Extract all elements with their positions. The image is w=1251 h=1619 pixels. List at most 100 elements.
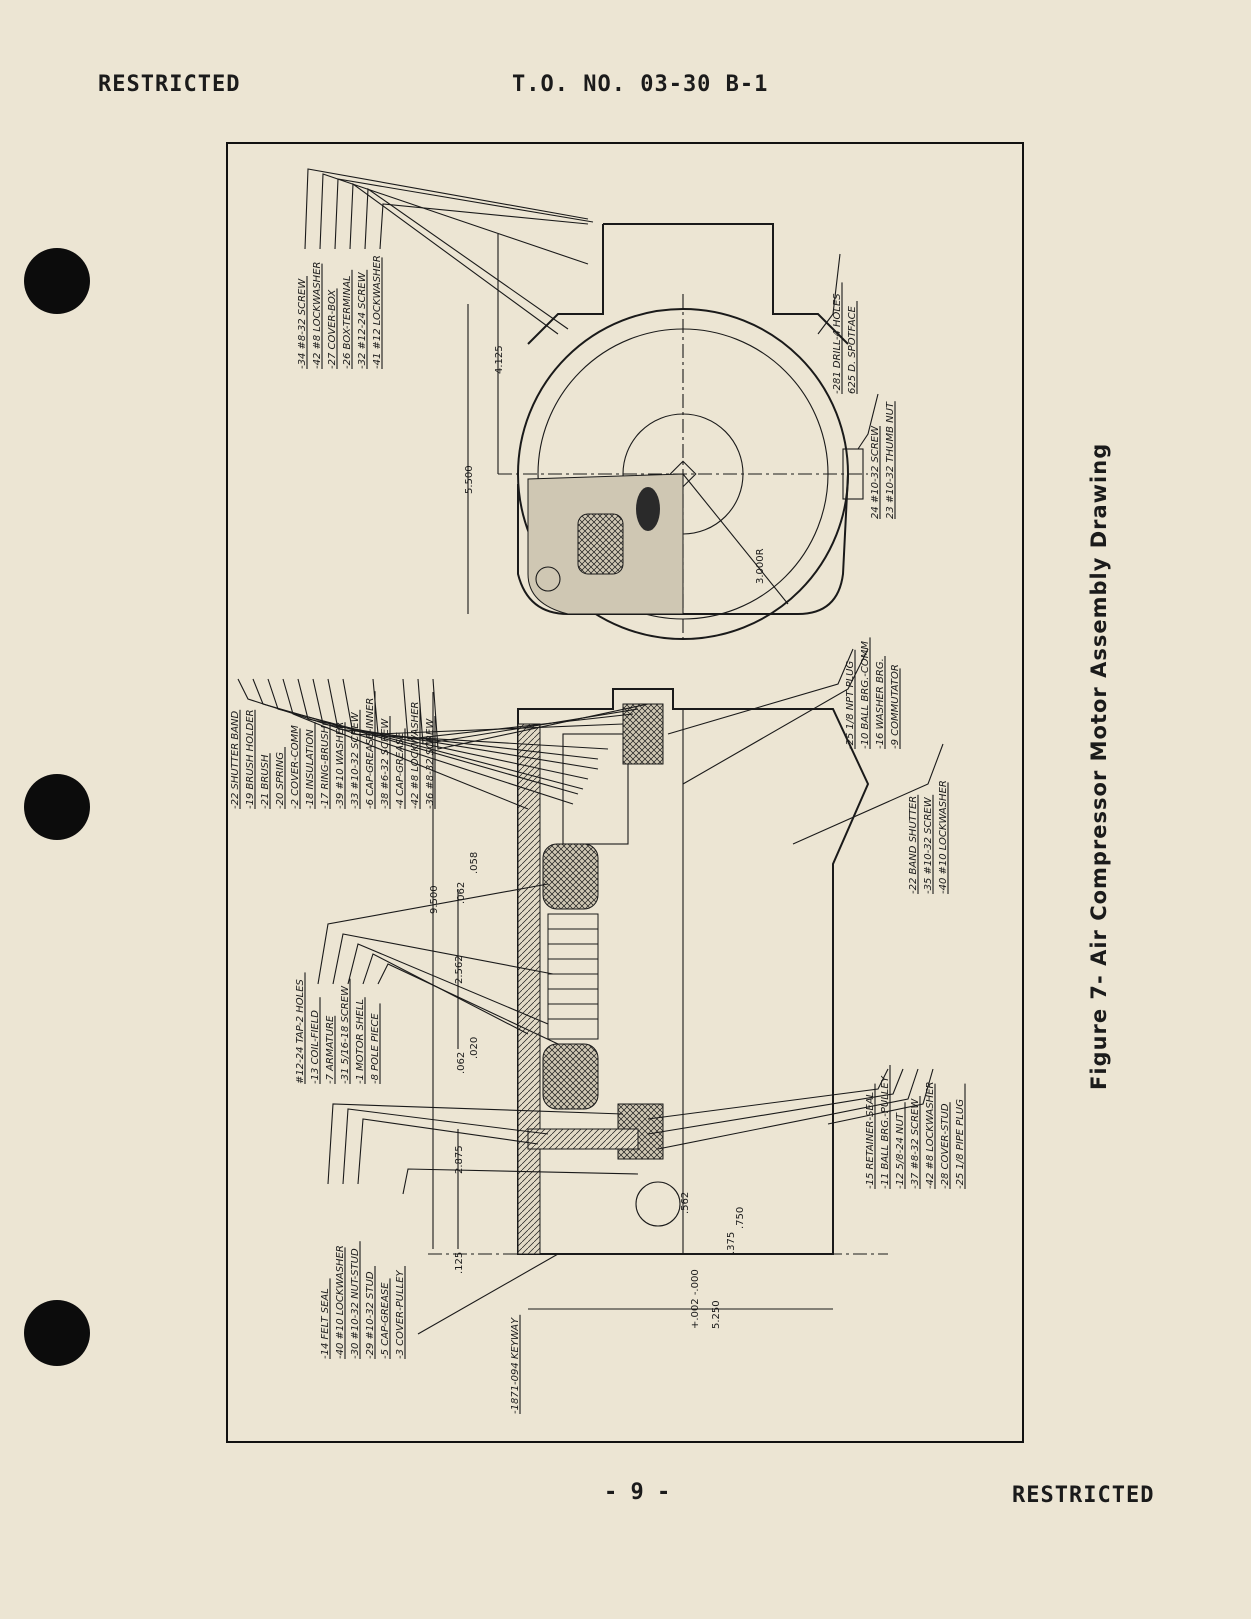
punch-hole-top (24, 248, 90, 314)
part-label: 24 #10-32 SCREW (870, 425, 881, 519)
page-number: - 9 - (604, 1480, 671, 1505)
dim-562: .562 (680, 1192, 691, 1214)
dim-062a: .062 (456, 882, 467, 904)
armature-laminations (547, 913, 599, 1040)
leader-line (304, 168, 589, 250)
part-label: -4 CAP-GREASE (395, 732, 406, 809)
part-label: -31 5/16-18 SCREW (340, 985, 351, 1084)
footer-restricted-label: RESTRICTED (1012, 1483, 1155, 1508)
part-label: -1 MOTOR SHELL (355, 999, 366, 1084)
part-label: -28 COVER-STUD (940, 1103, 951, 1189)
part-label: -27 COVER-BOX (327, 288, 338, 369)
field-coil-section (577, 513, 624, 575)
part-label: -34 #8-32 SCREW (297, 278, 308, 369)
dim-125: .125 (454, 1252, 465, 1274)
motor-shell-outline (517, 688, 870, 1255)
mounting-hole (535, 566, 561, 592)
part-label: -22 BAND SHUTTER (908, 796, 919, 894)
terminal-box-outline-left (527, 224, 604, 345)
part-label: -21 BRUSH (260, 754, 271, 809)
leader-line (319, 173, 589, 265)
dim-3000r: 3.000R (755, 548, 766, 584)
part-label: -1871-094 KEYWAY (510, 1317, 521, 1414)
part-label: -42 #8 LOCKWASHER (925, 1082, 936, 1189)
leader-line (417, 678, 639, 745)
label-group-lower-left: -14 FELT SEAL -40 #10 LOCKWASHER -30 #10-3… (320, 1241, 406, 1359)
header-restricted-label: RESTRICTED (98, 72, 241, 97)
leader-line (347, 943, 549, 1025)
part-label: -16 WASHER BRG. (875, 658, 886, 749)
label-group-keyway: -1871-094 KEYWAY (510, 1314, 521, 1414)
leader-line (237, 678, 574, 805)
label-group-bearing: -25 1/8 NPT PLUG-10 BALL BRG.-COMM-16 WA… (845, 637, 901, 749)
part-label: -39 #10 WASHER (335, 722, 346, 809)
motor-shell-wall (517, 723, 541, 1255)
leader-line (792, 743, 944, 845)
leader-line (297, 678, 589, 780)
part-label: -22 SHUTTER BAND (230, 710, 241, 809)
dim-5250: 5.250 (711, 1300, 722, 1329)
dim-tolerance: +.002 -.000 (690, 1269, 701, 1329)
label-group-brush: -22 SHUTTER BAND -19 BRUSH HOLDER -21 BRUS… (230, 691, 436, 809)
part-label: -30 #10-32 NUT-STUD (350, 1248, 361, 1359)
part-label: -13 COIL-FIELD (310, 1010, 321, 1084)
part-label: -25 1/8 NPT PLUG (845, 660, 856, 749)
brush-holder-section (562, 733, 629, 845)
brush-section (636, 487, 660, 531)
field-coil-upper (542, 843, 599, 910)
dim-062b: .062 (456, 1052, 467, 1074)
part-label: -14 FELT SEAL (320, 1288, 331, 1359)
part-label: -8 POLE PIECE (370, 1013, 381, 1084)
part-label: -5 CAP-GREASE (380, 1282, 391, 1359)
leader-line (402, 1168, 639, 1195)
part-label: #12-24 TAP-2 HOLES (295, 978, 306, 1084)
thumb-nut (842, 448, 864, 500)
leader-line (657, 1068, 919, 1150)
leader-line (377, 963, 559, 1045)
label-group-end-view-top: -34 #8-32 SCREW-42 #8 LOCKWASHER-27 COVE… (297, 255, 383, 369)
field-coil-lower (542, 1043, 599, 1110)
dim-5500: 5.500 (464, 465, 475, 494)
radius-line (682, 473, 789, 605)
pulley-hole (635, 1181, 681, 1227)
part-label: -33 #10-32 SCREW (350, 711, 361, 809)
label-group-field: #12-24 TAP-2 HOLES-13 COIL-FIELD-7 ARMAT… (295, 972, 381, 1084)
dim-058: .058 (469, 852, 480, 874)
dim-2875: 2.875 (454, 1145, 465, 1174)
leader-line (342, 1108, 549, 1185)
bearing-comm-section (622, 703, 664, 765)
punch-hole-bottom (24, 1300, 90, 1366)
leader-line (267, 678, 584, 790)
leader-line (379, 203, 589, 250)
header-document-number: T.O. NO. 03-30 B-1 (512, 72, 769, 97)
leader-line (647, 1068, 904, 1135)
motor-assembly-drawing: -34 #8-32 SCREW -42 #8 LOCKWASHER -27 COVE… (230, 168, 966, 1414)
part-label: -40 #10 LOCKWASHER (335, 1245, 346, 1359)
leader-line (327, 1103, 624, 1185)
part-label: -41 #12 LOCKWASHER (372, 255, 383, 369)
leader-line (857, 393, 879, 450)
dim-375: .375 (726, 1232, 737, 1254)
part-label: -38 #6-32 SCREW (380, 718, 391, 809)
leader-line (327, 678, 599, 760)
part-label: 23 #10-32 THUMB NUT (885, 401, 896, 519)
end-view (304, 168, 879, 644)
label-group-shutter: -22 BAND SHUTTER-35 #10-32 SCREW-40 #10 … (908, 780, 949, 894)
label-group-end-view-right: -281 DRILL-4 HOLES 625 D. SPOTFACE (832, 282, 858, 394)
leader-line (827, 1068, 934, 1125)
part-label: -29 #10-32 STUD (365, 1271, 376, 1359)
label-group-end-view-thumb: 24 #10-32 SCREW 23 #10-32 THUMB NUT (870, 401, 896, 519)
part-label: -11 BALL BRG.-PULLEY (880, 1075, 891, 1189)
part-label: -19 BRUSH HOLDER (245, 709, 256, 809)
leader-line (417, 1253, 559, 1335)
drawing-frame: -34 #8-32 SCREW -42 #8 LOCKWASHER -27 COVE… (226, 142, 1024, 1443)
part-label: -281 DRILL-4 HOLES (832, 293, 843, 394)
leader-line (332, 933, 554, 985)
part-label: 625 D. SPOTFACE (847, 305, 858, 394)
part-label: -9 COMMUTATOR (890, 664, 901, 749)
dim-4125: 4.125 (494, 345, 505, 374)
leader-line (817, 253, 841, 335)
leader-line (357, 1118, 539, 1185)
part-label: -37 #8-32 SCREW (910, 1098, 921, 1189)
leader-line (362, 953, 529, 1035)
